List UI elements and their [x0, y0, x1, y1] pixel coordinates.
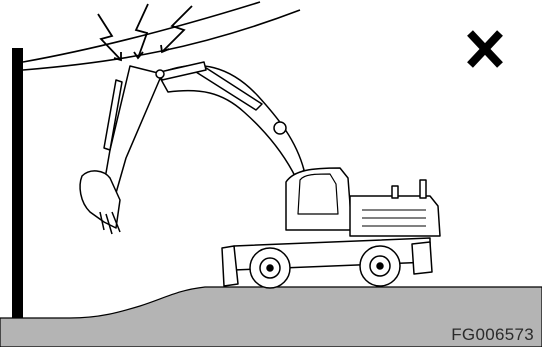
rear-wheel: [360, 246, 400, 286]
cab-window: [298, 174, 338, 214]
figure-code: FG006573: [451, 325, 534, 345]
front-wheel: [250, 248, 290, 288]
boom-pivot: [274, 122, 286, 134]
exhaust-stack: [392, 186, 398, 198]
utility-pole: [12, 48, 23, 318]
x-mark-icon: [470, 33, 500, 65]
boom-pin: [156, 70, 164, 78]
rear-blade: [412, 242, 432, 274]
power-lines: [23, 2, 300, 70]
engine-compartment: [350, 196, 440, 236]
mirror-post: [420, 180, 426, 198]
lightning-bolt-icon: [98, 4, 192, 60]
wheeled-excavator: [80, 62, 440, 288]
